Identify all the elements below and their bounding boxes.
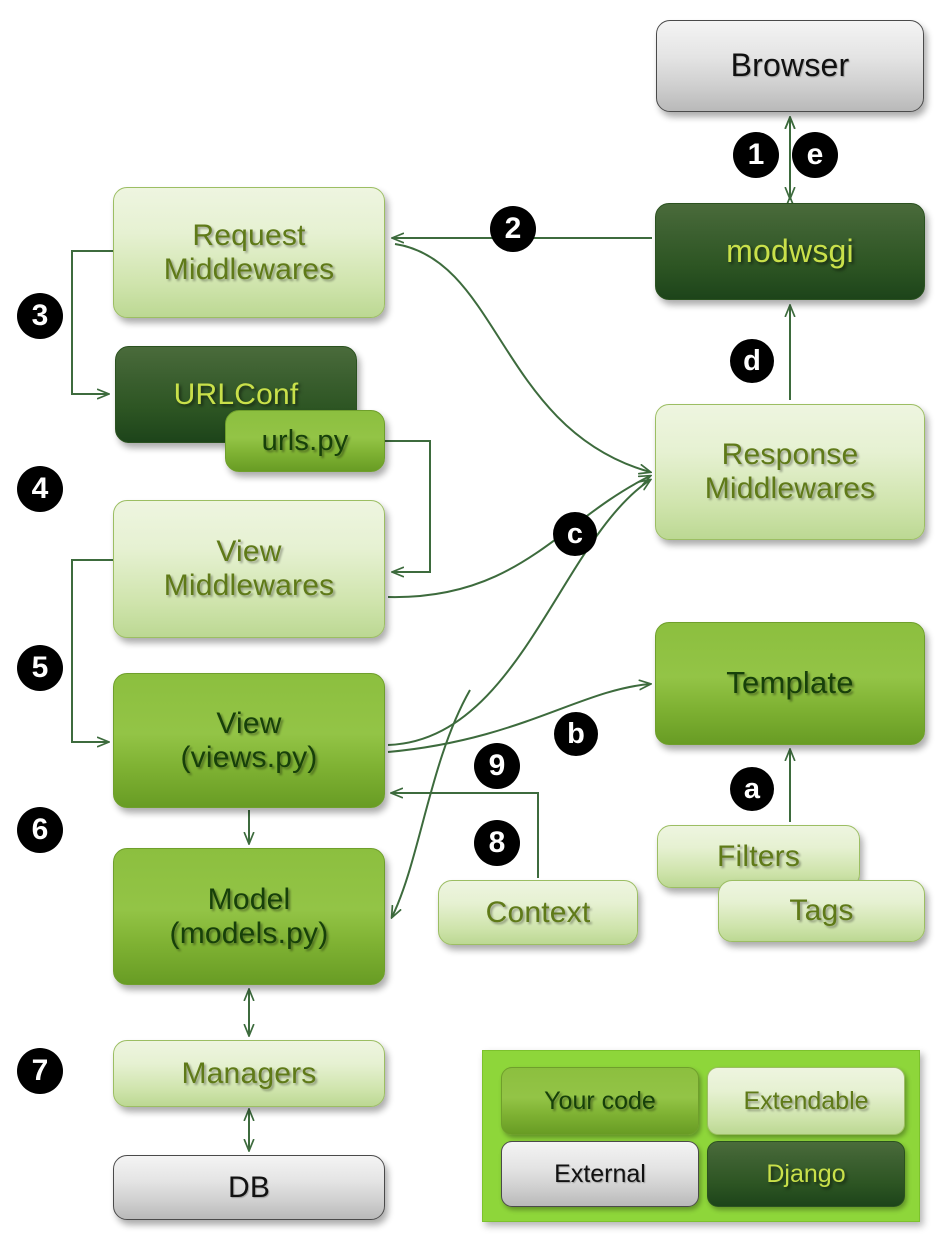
node-browser[interactable]: Browser: [656, 20, 924, 112]
node-model[interactable]: Model (models.py): [113, 848, 385, 985]
step-badge-3: 3: [17, 293, 63, 339]
step-badge-c: c: [553, 512, 597, 556]
step-badge-b: b: [554, 712, 598, 756]
step-badge-6: 6: [17, 807, 63, 853]
step-badge-9: 9: [474, 743, 520, 789]
step-badge-a: a: [730, 767, 774, 811]
step-badge-2: 2: [490, 206, 536, 252]
legend-chip-django[interactable]: Django: [707, 1141, 905, 1207]
node-context[interactable]: Context: [438, 880, 638, 945]
node-view[interactable]: View (views.py): [113, 673, 385, 808]
node-tags[interactable]: Tags: [718, 880, 925, 942]
step-badge-4: 4: [17, 466, 63, 512]
node-modwsgi[interactable]: modwsgi: [655, 203, 925, 300]
step-badge-1: 1: [733, 132, 779, 178]
node-response_mw[interactable]: Response Middlewares: [655, 404, 925, 540]
node-template[interactable]: Template: [655, 622, 925, 745]
node-filters[interactable]: Filters: [657, 825, 860, 888]
step-badge-7: 7: [17, 1048, 63, 1094]
legend-chip-external[interactable]: External: [501, 1141, 699, 1207]
node-managers[interactable]: Managers: [113, 1040, 385, 1107]
node-urlspy[interactable]: urls.py: [225, 410, 385, 472]
legend-chip-your_code[interactable]: Your code: [501, 1067, 699, 1135]
node-request_mw[interactable]: Request Middlewares: [113, 187, 385, 318]
step-badge-8: 8: [474, 820, 520, 866]
step-badge-d: d: [730, 339, 774, 383]
step-badge-5: 5: [17, 645, 63, 691]
step-badge-e: e: [792, 132, 838, 178]
legend-chip-extendable[interactable]: Extendable: [707, 1067, 905, 1135]
node-db[interactable]: DB: [113, 1155, 385, 1220]
node-view_mw[interactable]: View Middlewares: [113, 500, 385, 638]
